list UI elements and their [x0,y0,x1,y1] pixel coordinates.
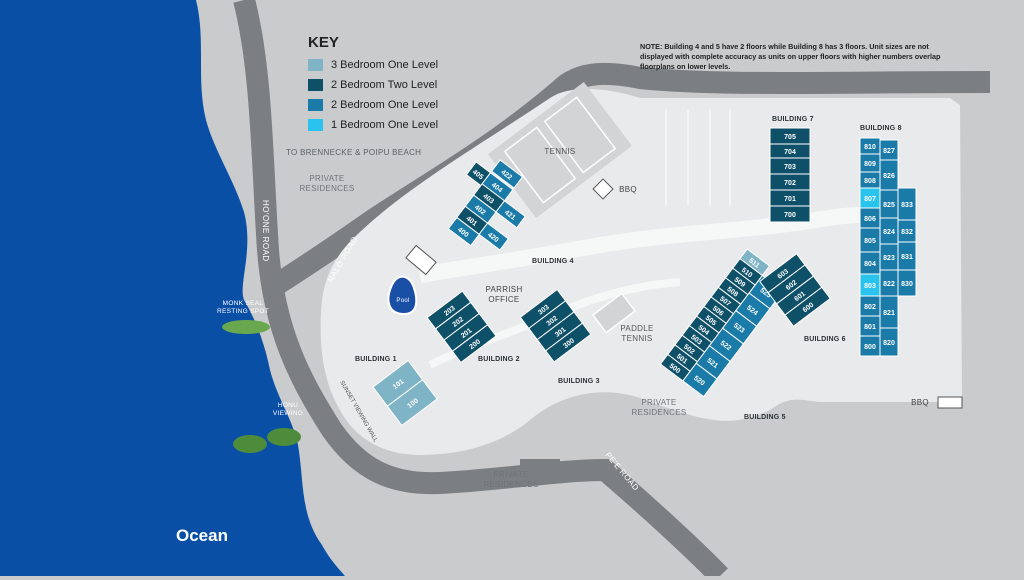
ocean-label: Ocean [176,526,228,545]
tennis-label: TENNIS [544,147,576,156]
building-4: 422 405 404 403 402 401 400 421 420 [447,159,526,251]
tennis-courts [488,81,632,219]
building-1-label: BUILDING 1 [355,356,397,363]
key-label-3br-one: 3 Bedroom One Level [331,59,439,71]
unit-703-label: 703 [784,164,796,171]
unit-832-label: 832 [901,229,913,236]
unit-827-label: 827 [883,148,895,155]
monk-seal-icon [222,320,270,334]
unit-825-label: 825 [883,202,895,209]
building-4-label: BUILDING 4 [532,258,574,265]
unit-808-label: 808 [864,178,876,185]
building-6-label: BUILDING 6 [804,336,846,343]
unit-821-label: 821 [883,310,895,317]
bbq-structure-2 [937,396,963,409]
unit-803-label: 803 [864,283,876,290]
building-1: 101 100 [372,359,438,427]
unit-824-label: 824 [883,229,895,236]
paddle-tennis-court [591,292,637,334]
map-key: KEY 3 Bedroom One Level 2 Bedroom Two Le… [308,34,438,135]
honu-label: HONU VIEWING [272,402,304,417]
unit-809-label: 809 [864,161,876,168]
unit-700-label: 700 [784,212,796,219]
to-beach-label: TO BRENNECKE & POIPU BEACH [286,148,422,157]
unit-705-label: 705 [784,134,796,141]
building-7-label: BUILDING 7 [772,116,814,123]
pool-house [405,244,437,276]
unit-100 [386,379,438,427]
unit-702-label: 702 [784,180,796,187]
unit-704-label: 704 [784,149,796,156]
building-8: 810 809 808 807 806 805 804 803 802 801 … [859,137,917,357]
private-residences-3: PRIVATE RESIDENCES [483,470,539,489]
building-8-label: BUILDING 8 [860,125,902,132]
unit-804-label: 804 [864,261,876,268]
building-3: 303 302 301 300 [519,288,592,363]
unit-826-label: 826 [883,173,895,180]
private-residences-1: PRIVATE RESIDENCES [299,174,355,193]
building-3-label: BUILDING 3 [558,378,600,385]
key-item-2br-two: 2 Bedroom Two Level [308,75,438,95]
building-5: 511 510 509 508 507 506 505 504 503 502 … [659,248,784,398]
unit-831-label: 831 [901,254,913,261]
central-walkway [418,207,861,283]
key-item-2br-one: 2 Bedroom One Level [308,95,438,115]
pool-label: Pool [396,298,410,304]
unit-806-label: 806 [864,216,876,223]
hoone-road [233,0,728,580]
building-5-label: BUILDING 5 [744,414,786,421]
swatch-2br-two [308,79,323,91]
unit-822-label: 822 [883,281,895,288]
parrish-office-label: PARRISH OFFICE [485,285,523,304]
unit-833-label: 833 [901,202,913,209]
turtle-icon-2 [267,428,301,446]
building-6: 603 602 601 600 [759,253,831,327]
note-text: NOTE: Building 4 and 5 have 2 floors whi… [640,42,941,71]
swatch-1br-one [308,119,323,131]
key-item-1br-one: 1 Bedroom One Level [308,115,438,135]
key-label-2br-one: 2 Bedroom One Level [331,99,439,111]
building-2: 203 202 201 200 [426,290,497,364]
pool [387,275,418,316]
unit-802-label: 802 [864,304,876,311]
unit-701-label: 701 [784,196,796,203]
unit-801-label: 801 [864,324,876,331]
unit-800-label: 800 [864,344,876,351]
turtle-icon-1 [233,435,267,453]
bbq-label-2: BBQ [911,398,929,407]
key-label-1br-one: 1 Bedroom One Level [331,119,439,131]
nalo-road [262,62,991,300]
private-residences-2: PRIVATE RESIDENCES [631,398,687,417]
unit-823-label: 823 [883,255,895,262]
unit-807-label: 807 [864,196,876,203]
bbq-structure-1 [592,178,614,200]
bbq-label-1: BBQ [619,185,637,194]
unit-805-label: 805 [864,238,876,245]
key-label-2br-two: 2 Bedroom Two Level [331,79,438,91]
parking-lot [665,110,731,206]
swatch-2br-one [308,99,323,111]
paddle-tennis-label: PADDLE TENNIS [620,324,654,343]
swatch-3br-one [308,59,323,71]
key-item-3br-one: 3 Bedroom One Level [308,55,438,75]
key-title: KEY [308,34,339,51]
unit-810-label: 810 [864,144,876,151]
monk-seal-label: MONK SEAL RESTING SPOT [217,300,269,315]
hoone-road-label: HO'ONE ROAD [261,200,270,262]
building-7: 705 704 703 702 701 700 [769,127,811,223]
unit-830-label: 830 [901,281,913,288]
unit-820-label: 820 [883,340,895,347]
ocean-area [0,0,345,576]
building-2-label: BUILDING 2 [478,356,520,363]
